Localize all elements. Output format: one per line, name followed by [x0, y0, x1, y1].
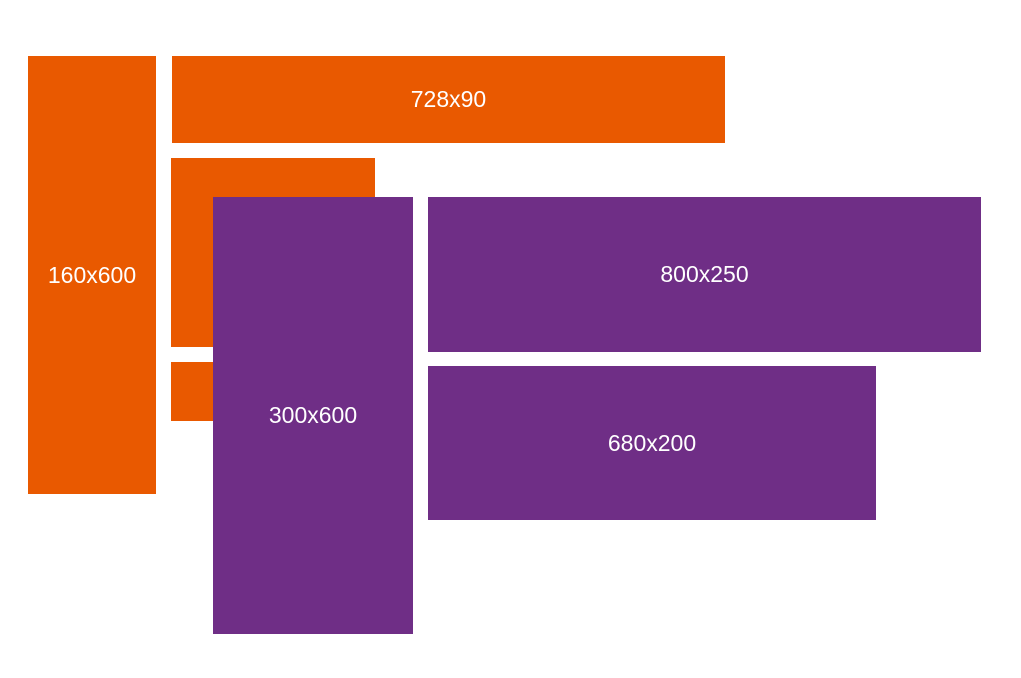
ad-680x200: 680x200 [428, 366, 876, 520]
ad-300x600: 300x600 [213, 197, 413, 634]
ad-label: 300x600 [268, 402, 358, 428]
ad-label: 160x600 [47, 261, 137, 288]
ad-800x250: 800x250 [428, 197, 981, 352]
ad-label: 728x90 [410, 86, 487, 112]
ad-label: 680x200 [607, 429, 697, 456]
ad-label: 800x250 [660, 261, 749, 287]
ad-728x90: 728x90 [172, 56, 725, 143]
ad-160x600: 160x600 [28, 56, 156, 494]
